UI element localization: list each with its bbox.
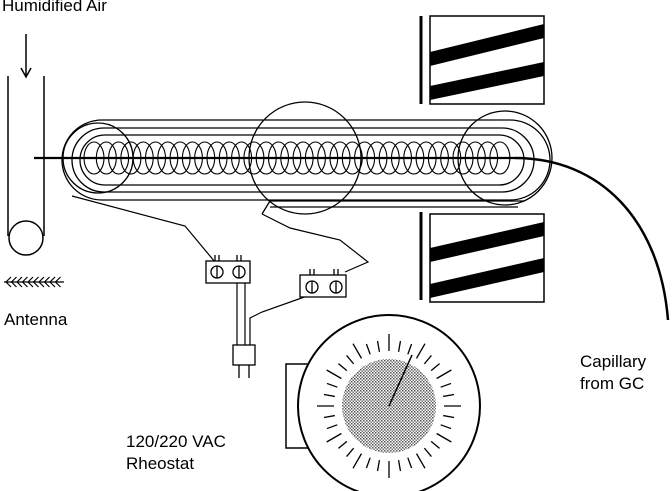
dial-tick [376, 340, 381, 352]
dial-tick [365, 343, 371, 355]
dial-tick [407, 343, 413, 355]
dial-tick [338, 440, 348, 449]
dial-tick [440, 424, 452, 430]
rheostat-dial-ticks [317, 334, 461, 478]
dial-tick [436, 369, 452, 380]
dial-tick [415, 343, 426, 359]
terminal-block-right [299, 269, 347, 298]
dial-tick [365, 457, 371, 469]
rheostat-pointer [388, 354, 413, 407]
dial-tick [397, 340, 402, 352]
dial-tick [352, 453, 363, 469]
dial-tick [352, 343, 363, 359]
dial-tick [443, 393, 455, 398]
antenna-barb [49, 276, 56, 288]
dial-tick [376, 460, 381, 472]
lower-shield-block [419, 212, 545, 303]
rheostat-voltage-label: 120/220 VAC [126, 432, 226, 451]
antenna-barb [27, 276, 34, 288]
antenna-barb [43, 276, 50, 288]
antenna-barb [54, 276, 61, 288]
dial-tick [415, 453, 426, 469]
antenna-barb [38, 276, 45, 288]
dial-tick [443, 414, 455, 419]
dial-tick [430, 363, 440, 372]
dial-tick [423, 355, 432, 365]
power-plug [232, 344, 256, 378]
upper-shield-block [419, 15, 545, 105]
dial-tick [323, 414, 335, 419]
antenna-barb [16, 276, 23, 288]
capillary-label-line1: Capillary [580, 352, 647, 371]
rheostat [285, 314, 481, 491]
capillary-column [34, 156, 670, 321]
antenna-barb [32, 276, 39, 288]
dial-tick [346, 447, 355, 457]
antenna-barb [10, 276, 17, 288]
dial-tick [346, 355, 355, 365]
dial-tick [326, 432, 342, 443]
dial-tick [397, 460, 402, 472]
terminal-block-left [205, 255, 251, 284]
antenna-barb [21, 276, 28, 288]
dial-tick [423, 447, 432, 457]
rheostat-label: Rheostat [126, 454, 195, 473]
humidified-air-label: Humidified Air [2, 0, 107, 15]
capillary-label-line2: from GC [580, 374, 645, 393]
air-inlet-tube [7, 76, 45, 256]
dial-tick [338, 363, 348, 372]
air-flow-arrow [20, 34, 32, 79]
antenna-label: Antenna [4, 310, 68, 329]
dial-tick [430, 440, 440, 449]
heater-wiring [71, 195, 370, 345]
dial-tick [326, 382, 338, 388]
dial-tick [326, 369, 342, 380]
dial-tick [436, 432, 452, 443]
dial-tick [323, 393, 335, 398]
dial-tick [407, 457, 413, 469]
dial-tick [440, 382, 452, 388]
antenna-barb [5, 276, 12, 288]
dial-tick [326, 424, 338, 430]
antenna-symbol [4, 276, 64, 288]
heater-housing [61, 119, 551, 215]
